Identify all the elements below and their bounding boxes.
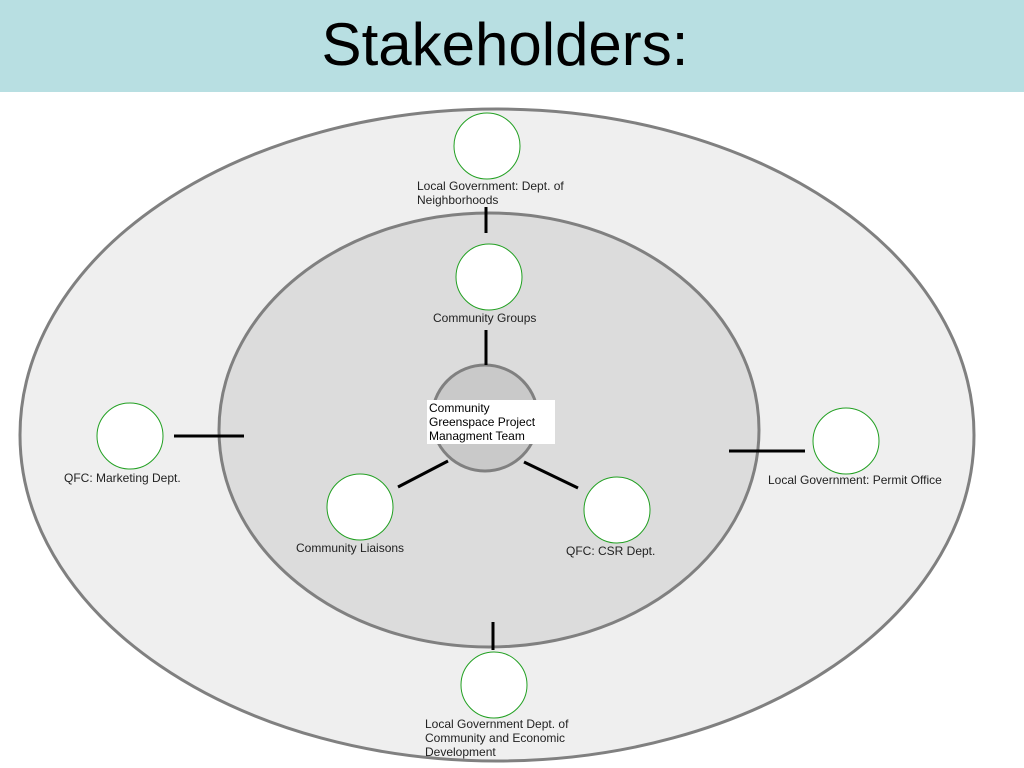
slide-title: Stakeholders: <box>321 11 689 78</box>
node-marketing <box>96 402 164 470</box>
label-community-economic: Local Government Dept. of Community and … <box>425 717 569 759</box>
node-community-liaisons <box>326 473 394 541</box>
connector-core-community-liaisons <box>397 459 449 489</box>
node-community-economic <box>460 651 528 719</box>
node-csr-dept <box>583 476 651 544</box>
core-label: Community Greenspace Project Managment T… <box>427 400 555 444</box>
label-community-groups: Community Groups <box>433 311 537 325</box>
label-permit-office: Local Government: Permit Office <box>768 473 942 487</box>
connector-core-csr-dept <box>523 460 579 490</box>
node-permit-office <box>812 407 880 475</box>
label-neighborhoods: Local Government: Dept. of Neighborhoods <box>417 179 564 207</box>
node-neighborhoods <box>453 112 521 180</box>
label-marketing: QFC: Marketing Dept. <box>64 471 181 485</box>
node-community-groups <box>455 243 523 311</box>
label-community-liaisons: Community Liaisons <box>296 541 405 555</box>
label-csr-dept: QFC: CSR Dept. <box>566 544 656 558</box>
title-bar: Stakeholders: <box>0 0 1024 92</box>
